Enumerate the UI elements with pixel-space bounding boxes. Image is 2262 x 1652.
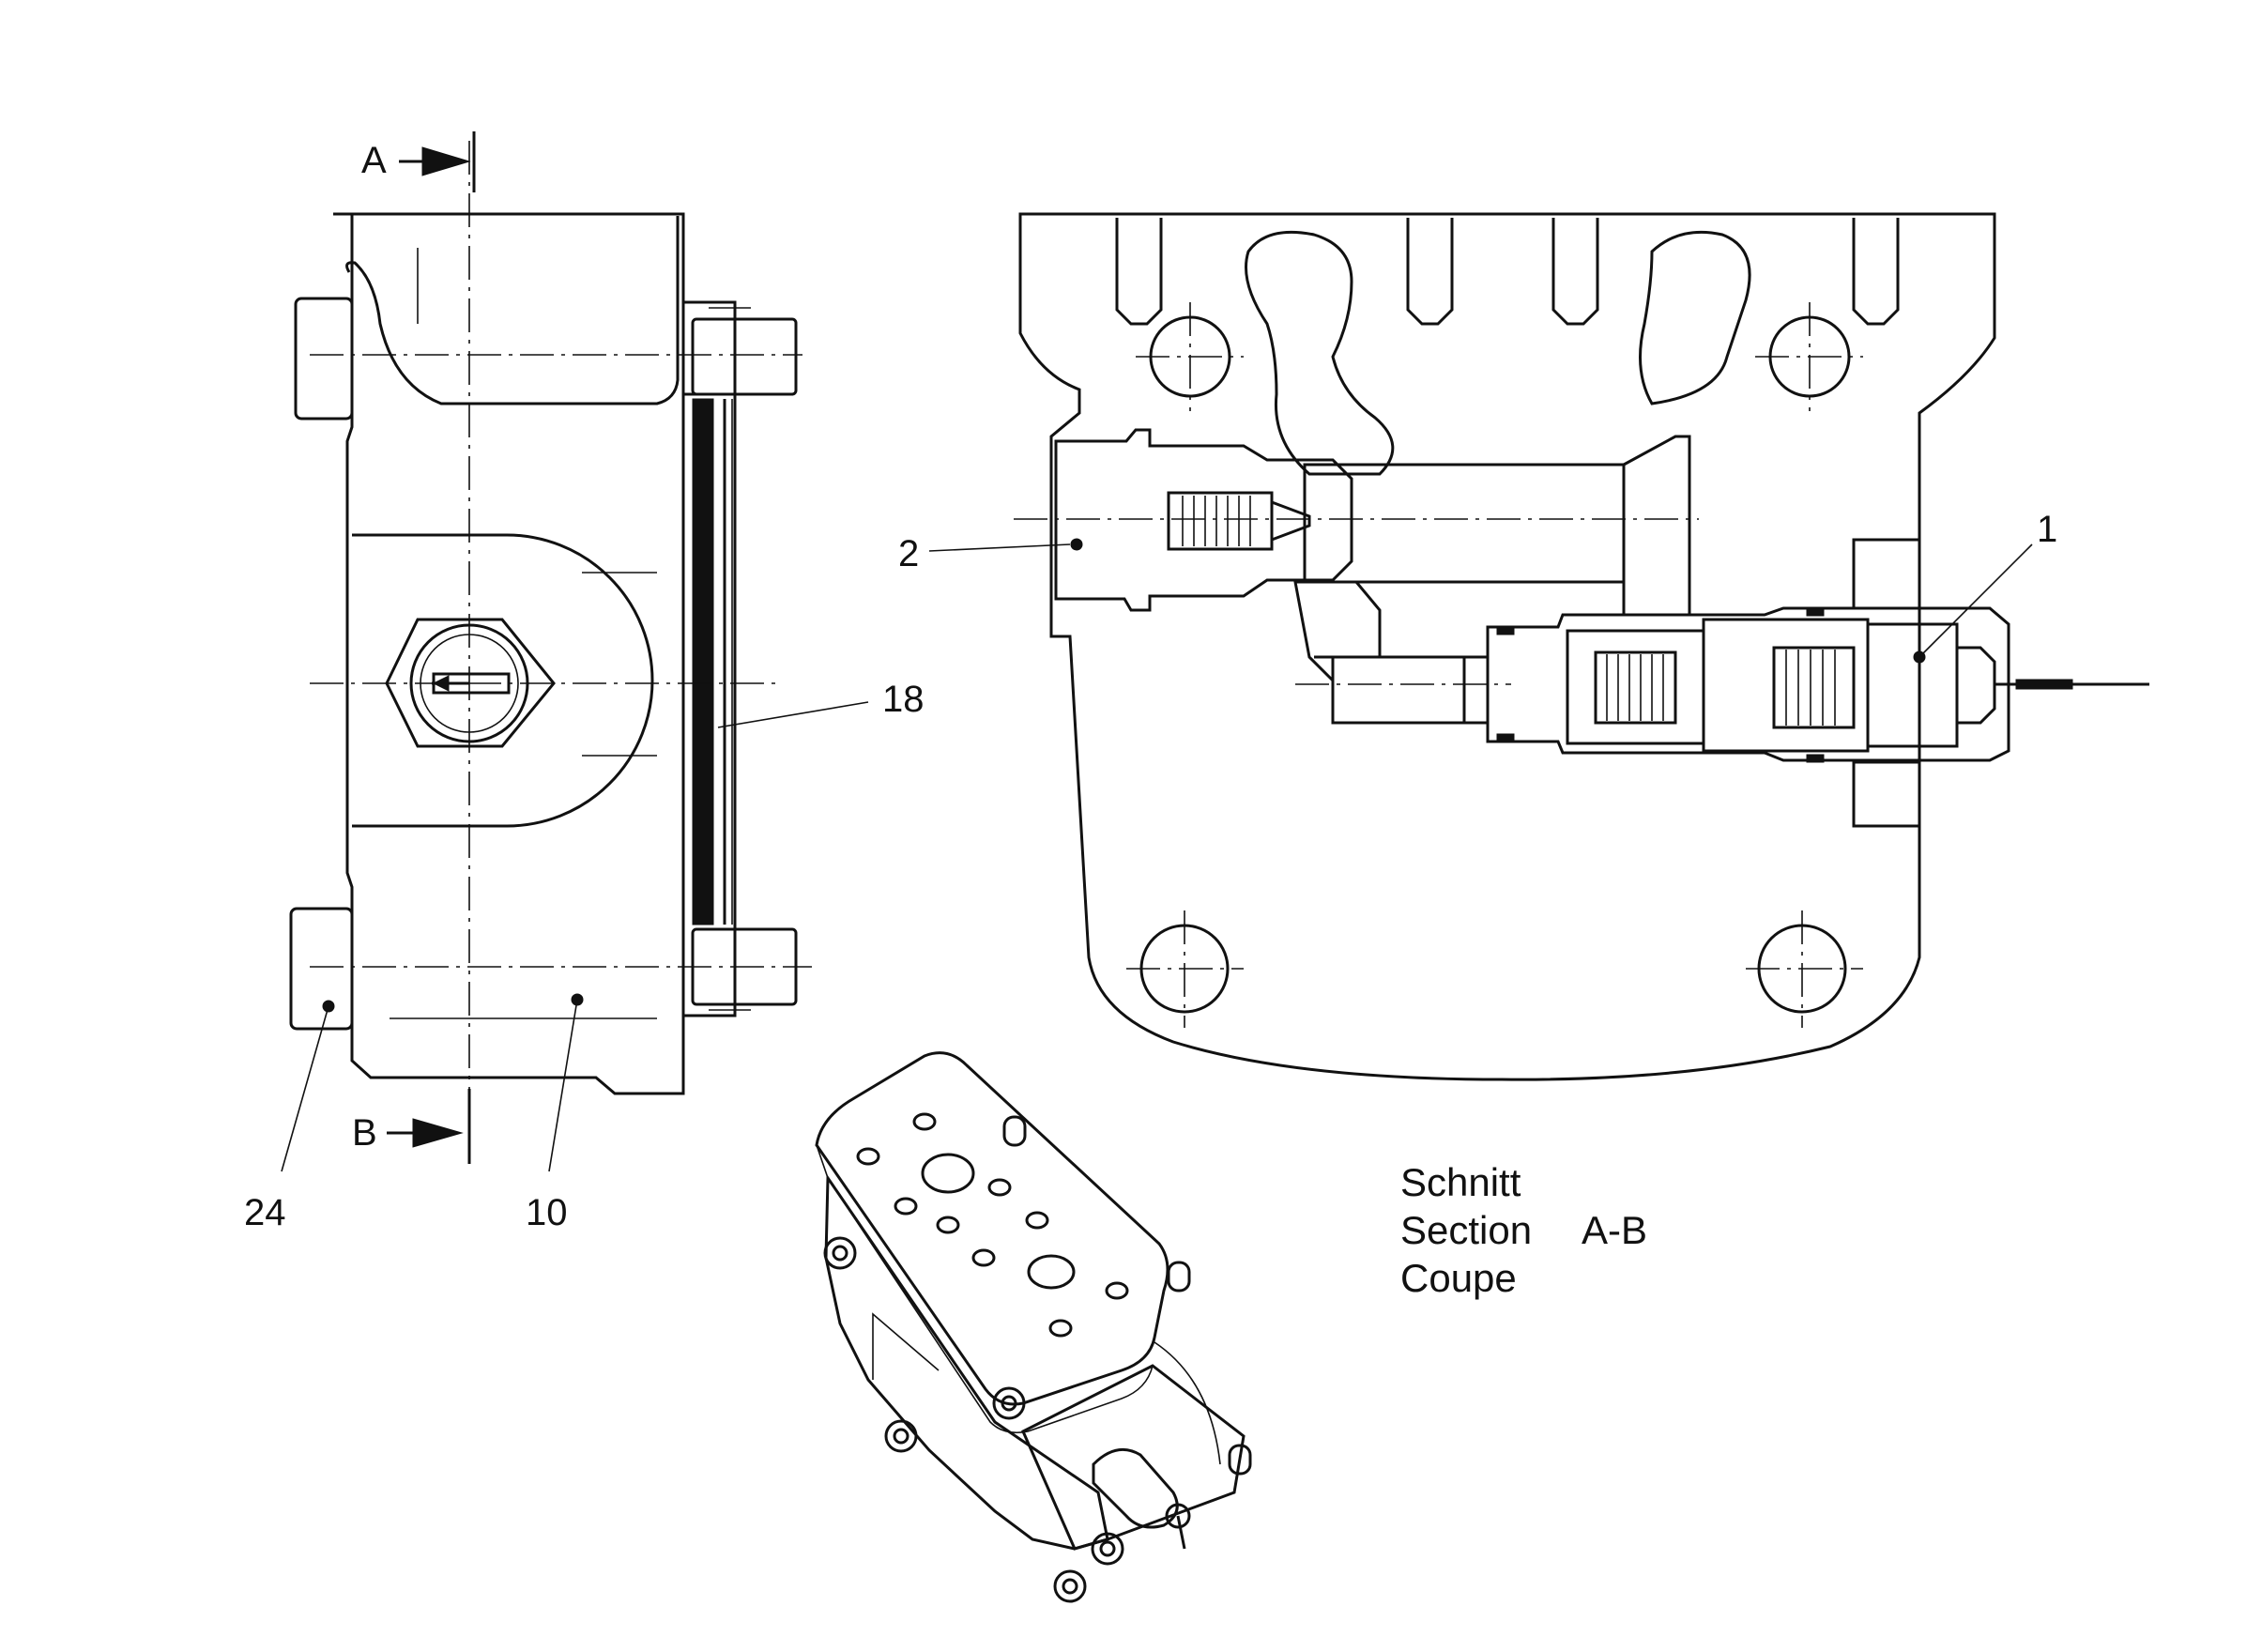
side-view-body — [333, 212, 685, 1095]
caption-line-3: Coupe — [1400, 1256, 1517, 1300]
section-marker-label-a: A — [361, 140, 387, 181]
side-view — [289, 141, 812, 1131]
callout-1: 1 — [2037, 509, 2057, 550]
caption-line-1: Schnitt — [1400, 1160, 1521, 1204]
callout-24: 24 — [244, 1192, 286, 1233]
caption-line-2-word: Section — [1400, 1208, 1532, 1252]
section-caption: Schnitt Section A-B Coupe — [1400, 1160, 1647, 1300]
callout-10: 10 — [526, 1192, 568, 1233]
bolt-holes — [1139, 315, 1851, 1014]
callout-2: 2 — [898, 533, 919, 574]
section-marker-top: A — [361, 131, 476, 192]
section-body — [1018, 212, 1996, 1081]
caption-line-2-code: A-B — [1582, 1208, 1647, 1252]
section-marker-label-b: B — [352, 1112, 377, 1154]
section-marker-bottom: B — [352, 1089, 471, 1164]
section-view — [1014, 212, 2149, 1081]
callout-18: 18 — [882, 679, 925, 720]
isometric-view — [815, 1051, 1252, 1603]
